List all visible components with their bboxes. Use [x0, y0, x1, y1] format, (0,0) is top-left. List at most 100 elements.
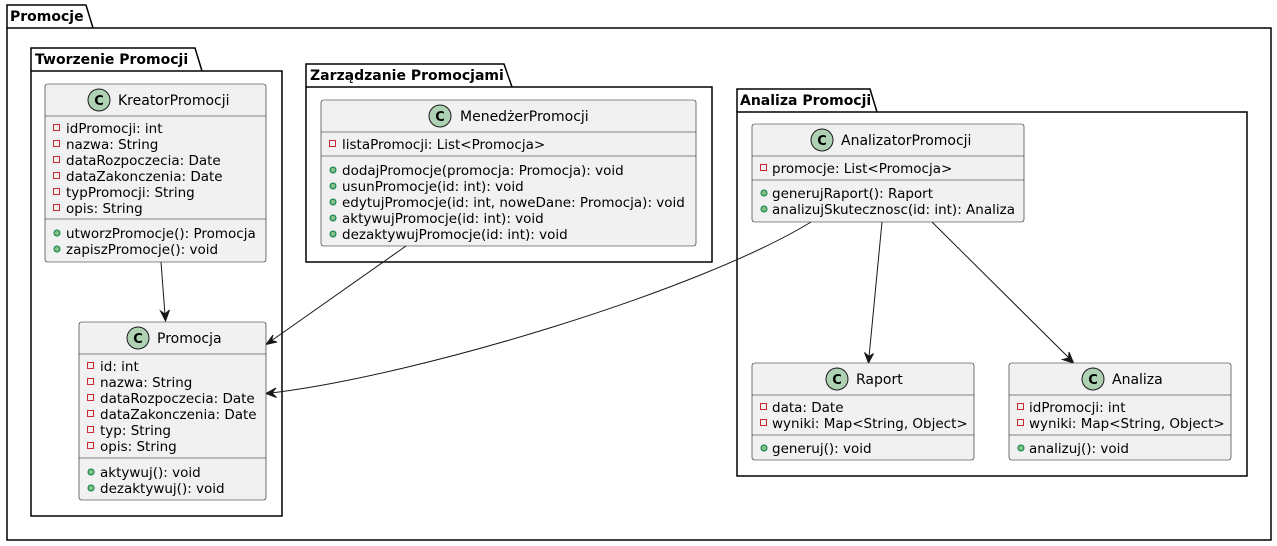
- public-icon: [87, 484, 95, 492]
- package-tworzenie-promocji: Tworzenie Promocji: [30, 47, 283, 517]
- methods: dodajPromocje(promocja: Promocja): void …: [329, 163, 685, 243]
- class-icon-letter: C: [832, 373, 842, 388]
- methods: utworzPromocje(): Promocja zapiszPromocj…: [53, 226, 256, 258]
- package-label: Tworzenie Promocji: [35, 52, 188, 68]
- attribute: nazwa: String: [100, 375, 192, 391]
- private-icon: [1017, 419, 1024, 426]
- class-name: AnalizatorPromocji: [841, 133, 971, 149]
- attribute: opis: String: [66, 201, 143, 217]
- public-icon: [1017, 444, 1025, 452]
- class-icon-letter: C: [435, 110, 445, 125]
- class-icon-letter: C: [1088, 373, 1098, 388]
- method: generuj(): void: [772, 441, 872, 457]
- public-icon: [53, 245, 61, 253]
- attribute: idPromocji: int: [1029, 400, 1126, 416]
- private-icon: [87, 378, 94, 385]
- public-icon: [760, 205, 768, 213]
- public-icon: [329, 166, 337, 174]
- attributes: promocje: List<Promocja>: [760, 161, 952, 177]
- attributes: id: int nazwa: String dataRozpoczecia: D…: [87, 359, 257, 455]
- private-icon: [87, 426, 94, 433]
- private-icon: [1017, 403, 1024, 410]
- package-analiza-promocji: Analiza Promocji: [736, 88, 1248, 477]
- method: dezaktywujPromocje(id: int): void: [342, 227, 568, 243]
- attribute: typ: String: [100, 423, 171, 439]
- class-icon-letter: C: [133, 332, 143, 347]
- class-kreator-promocji[interactable]: C KreatorPromocji idPromocji: int nazwa:…: [44, 83, 267, 263]
- attribute: listaPromocji: List<Promocja>: [342, 137, 545, 153]
- method: analizujSkutecznosc(id: int): Analiza: [772, 202, 1015, 218]
- private-icon: [329, 140, 336, 147]
- private-icon: [53, 204, 60, 211]
- method: edytujPromocje(id: int, noweDane: Promoc…: [342, 195, 685, 211]
- class-icon-letter: C: [94, 94, 104, 109]
- arrow-head: [1060, 351, 1075, 364]
- private-icon: [87, 362, 94, 369]
- class-analiza[interactable]: C Analiza idPromocji: int wyniki: Map<St…: [1008, 362, 1232, 461]
- methods: aktywuj(): void dezaktywuj(): void: [87, 465, 225, 497]
- public-icon: [329, 198, 337, 206]
- attribute: opis: String: [100, 439, 177, 455]
- public-icon: [329, 214, 337, 222]
- attribute: wyniki: Map<String, Object>: [1029, 416, 1225, 432]
- private-icon: [53, 140, 60, 147]
- class-name: Promocja: [157, 331, 222, 347]
- public-icon: [53, 229, 61, 237]
- attribute: nazwa: String: [66, 137, 158, 153]
- class-c-icon: [126, 326, 150, 350]
- methods: generujRaport(): Raport analizujSkuteczn…: [760, 186, 1015, 218]
- private-icon: [87, 394, 94, 401]
- attributes: idPromocji: int wyniki: Map<String, Obje…: [1017, 400, 1225, 432]
- class-c-icon: [825, 367, 849, 391]
- method: dodajPromocje(promocja: Promocja): void: [342, 163, 624, 179]
- attribute: dataZakonczenia: Date: [100, 407, 257, 423]
- attribute: dataZakonczenia: Date: [66, 169, 223, 185]
- package-label: Analiza Promocji: [740, 93, 871, 109]
- edge-analizator-to-promocja: [270, 221, 812, 394]
- attribute: data: Date: [772, 400, 844, 416]
- attribute: promocje: List<Promocja>: [772, 161, 952, 177]
- arrow-head: [264, 334, 278, 346]
- arrow-head: [864, 352, 874, 365]
- arrow-head: [159, 309, 170, 323]
- private-icon: [760, 419, 767, 426]
- method: dezaktywuj(): void: [100, 481, 225, 497]
- attribute: idPromocji: int: [66, 121, 163, 137]
- class-name: Analiza: [1112, 372, 1163, 388]
- method: generujRaport(): Raport: [772, 186, 933, 202]
- class-menedzer-promocji[interactable]: C MenedżerPromocji listaPromocji: List<P…: [320, 99, 697, 247]
- public-icon: [760, 189, 768, 197]
- class-name: MenedżerPromocji: [460, 109, 589, 125]
- class-promocja[interactable]: C Promocja id: int nazwa: String dataRoz…: [78, 321, 267, 501]
- edge-kreator-to-promocja: [160, 261, 166, 316]
- edge-analizator-to-raport: [868, 221, 883, 358]
- method: usunPromocje(id: int): void: [342, 179, 524, 195]
- public-icon: [329, 230, 337, 238]
- method: aktywujPromocje(id: int): void: [342, 211, 544, 227]
- public-icon: [760, 444, 768, 452]
- class-c-icon: [428, 104, 452, 128]
- class-raport[interactable]: C Raport data: Date wyniki: Map<String, …: [751, 362, 975, 461]
- private-icon: [760, 164, 767, 171]
- edge-analizator-to-analiza: [931, 221, 1070, 359]
- methods: analizuj(): void: [1017, 441, 1129, 457]
- edge-menedzer-to-promocja: [270, 245, 407, 342]
- method: aktywuj(): void: [100, 465, 201, 481]
- public-icon: [87, 468, 95, 476]
- method: utworzPromocje(): Promocja: [66, 226, 256, 242]
- class-icon-letter: C: [817, 134, 827, 149]
- attribute: wyniki: Map<String, Object>: [772, 416, 968, 432]
- attributes: data: Date wyniki: Map<String, Object>: [760, 400, 968, 432]
- edges: [159, 221, 1075, 398]
- class-c-icon: [87, 88, 111, 112]
- class-analizator-promocji[interactable]: C AnalizatorPromocji promocje: List<Prom…: [751, 123, 1025, 223]
- private-icon: [53, 124, 60, 131]
- public-icon: [329, 182, 337, 190]
- method: zapiszPromocje(): void: [66, 242, 218, 258]
- class-c-icon: [810, 128, 834, 152]
- private-icon: [760, 403, 767, 410]
- private-icon: [53, 188, 60, 195]
- method: analizuj(): void: [1029, 441, 1129, 457]
- attribute: id: int: [100, 359, 139, 375]
